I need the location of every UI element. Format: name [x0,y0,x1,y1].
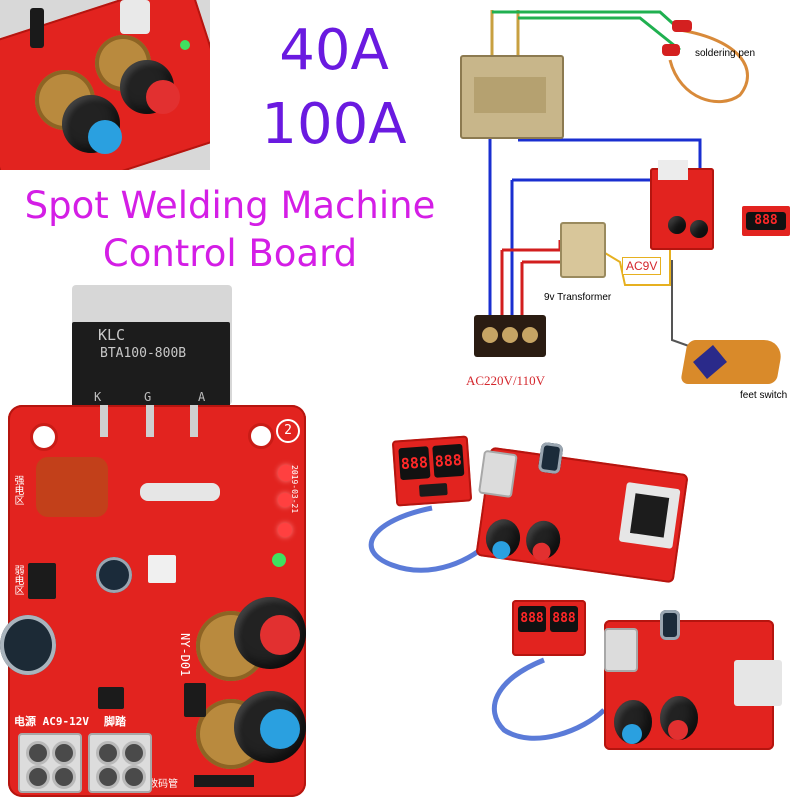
label-strong-area: 强电区 [12,475,23,505]
foot-pedal [680,340,784,384]
main-transformer [460,55,564,139]
nine-volt-transformer [560,222,606,278]
pedal-label: 脚踏 [104,715,126,728]
triac-body: KLC BTA100-800B K G A [72,322,230,410]
resistor [140,483,220,501]
main-control-board: 2 强电区 弱电区 2019-03-21 NY-D01 电源 AC9-12V 脚… [0,405,306,797]
soic-chip [98,687,124,709]
power-input-label: 电源 AC9-12V [14,715,89,728]
amperage-100a: 100A [261,92,407,157]
display-port-label: 数码管 [148,779,178,790]
large-capacitor [0,615,56,675]
film-capacitor [36,457,108,517]
led-1 [278,465,294,481]
ac9v-label: AC9V [622,257,662,275]
nine-volt-transformer-label: 9v Transformer [544,292,612,303]
wiring-diagram: soldering pen 888 9v Transformer AC9V AC… [440,0,800,410]
top-left-board-photo [0,0,210,170]
led-4 [272,553,286,567]
middle-right-board-photo: 888 888 [352,430,692,600]
soldering-pen-label: soldering pen [695,48,756,59]
label-weak-area: 弱电区 [12,565,23,595]
led-3 [278,523,292,537]
soic-chip-2 [184,683,206,717]
circle-number: 2 [276,419,300,443]
led-2 [278,493,292,507]
regulator-chip [28,563,56,599]
date-label: 2019-03-21 [290,465,299,514]
amperage-40a: 40A [279,18,389,83]
small-capacitor [96,557,132,593]
diagram-control-board [650,160,714,250]
optocoupler [148,555,176,583]
ac-terminal-block [474,315,546,357]
title-line-2: Control Board [102,232,358,275]
ac-input-label: AC220V/110V [466,373,545,388]
title-line-1: Spot Welding Machine [24,184,436,227]
diagram-display: 888 [742,206,790,236]
display-header-pins [194,775,254,787]
lower-right-board-photo: 888 888 [484,600,784,760]
power-terminal [18,733,82,793]
pedal-terminal [88,733,152,793]
feet-switch-label: feet switch [740,390,788,401]
model-label: NY-D01 [178,633,192,677]
